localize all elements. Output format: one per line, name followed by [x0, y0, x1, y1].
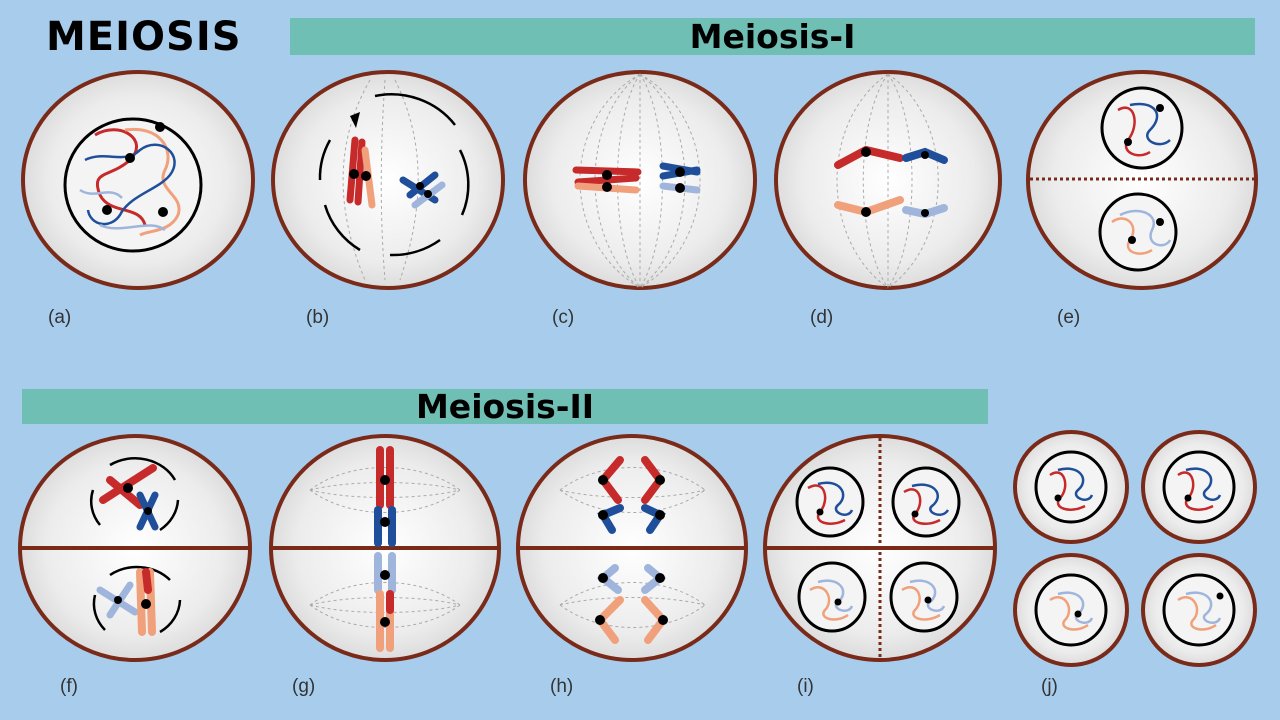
centromere [598, 475, 608, 485]
centromere [595, 615, 605, 625]
centromere [125, 153, 135, 163]
cell-a [21, 70, 255, 290]
cell-j-4 [1141, 553, 1257, 667]
centromere [921, 209, 929, 217]
panel-label-b: (b) [306, 307, 330, 328]
panel-label-e: (e) [1057, 307, 1081, 328]
nucleus-e-bottom [1098, 192, 1178, 272]
cell-j-3 [1013, 553, 1129, 667]
nucleus-i-3 [797, 561, 867, 633]
panel-label-j: (j) [1041, 676, 1058, 697]
cell-j-1 [1013, 430, 1129, 544]
centromere [911, 510, 919, 518]
cell-b [271, 70, 505, 290]
centromere [861, 207, 871, 217]
centromere [380, 570, 390, 580]
panel-label-a: (a) [48, 307, 72, 328]
centromere [1074, 610, 1082, 618]
centromere [602, 170, 612, 180]
centromere [144, 507, 152, 515]
meiosis-1-banner: Meiosis-I [290, 18, 1255, 56]
centromere [349, 169, 359, 179]
centromere [1184, 494, 1192, 502]
cell-f [18, 434, 252, 662]
cell-i [763, 434, 997, 662]
panel-label-f: (f) [60, 676, 78, 697]
centromere [816, 508, 824, 516]
centromere [1054, 494, 1062, 502]
centromere [861, 147, 871, 157]
centromere [155, 122, 165, 132]
centromere [655, 475, 665, 485]
centromere [598, 510, 608, 520]
nucleus-i-2 [891, 466, 961, 538]
centromere [102, 205, 112, 215]
centromere [380, 475, 390, 485]
centromere [380, 617, 390, 627]
centromere [1156, 218, 1164, 226]
centromere [675, 167, 685, 177]
centromere [655, 510, 665, 520]
centromere [114, 596, 122, 604]
centromere [675, 183, 685, 193]
centromere [1124, 138, 1132, 146]
nucleus-i-1 [795, 466, 865, 538]
centromere [158, 207, 168, 217]
centromere [123, 483, 133, 493]
cell-e [1026, 70, 1258, 290]
centromere [602, 182, 612, 192]
panel-label-h: (h) [550, 676, 574, 697]
centromere [598, 573, 608, 583]
centromere [655, 573, 665, 583]
centromere [424, 190, 432, 198]
cell-g [269, 434, 501, 662]
centromere [380, 517, 390, 527]
cell-d [774, 70, 1002, 290]
cell-c [523, 70, 757, 290]
centromere [1128, 236, 1136, 244]
centromere [658, 615, 668, 625]
panel-label-g: (g) [292, 676, 316, 697]
thread-lightblue-a [79, 188, 166, 232]
cell-h [516, 434, 748, 662]
centromere [1216, 592, 1224, 600]
centromere [361, 171, 371, 181]
arrowhead-icon [350, 112, 360, 128]
panel-label-c: (c) [552, 307, 575, 328]
panel-label-d: (d) [810, 307, 834, 328]
cell-j-2 [1141, 430, 1257, 544]
nucleus-i-4 [889, 561, 959, 633]
centromere [1156, 104, 1164, 112]
centromere [834, 598, 842, 606]
centromere [141, 599, 151, 609]
page-title: MEIOSIS [46, 14, 242, 60]
meiosis-2-banner: Meiosis-II [22, 389, 988, 425]
centromere [921, 151, 929, 159]
centromere [924, 596, 932, 604]
centromere [416, 182, 424, 190]
panel-label-i: (i) [797, 676, 814, 697]
